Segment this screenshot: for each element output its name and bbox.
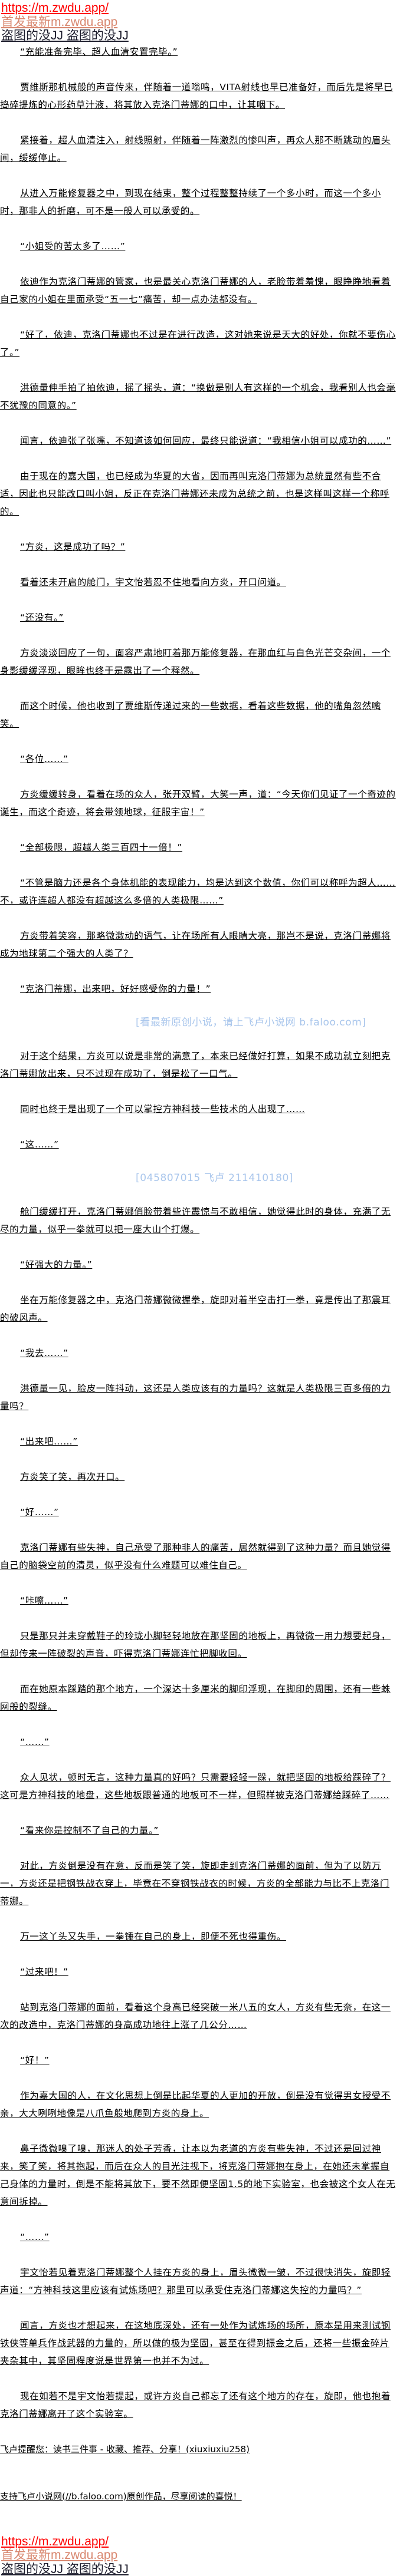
anti-piracy-link[interactable]: 盗图的没JJ 盗图的没JJ bbox=[1, 29, 129, 43]
support-note: 支持飞卢小说网(//b.faloo.com)原创作品，尽享阅读的喜悦！ bbox=[0, 2488, 399, 2505]
paragraph: “……” bbox=[0, 2228, 399, 2246]
paragraph: 看着还未开启的舱门，宇文怡若忍不住地看向方炎，开口问道。 bbox=[0, 573, 399, 591]
paragraph: 闻言，依迪张了张嘴，不知道该如何回应，最终只能说道：“我相信小姐可以成功的……” bbox=[0, 432, 399, 450]
paragraph: 方炎缓缓转身，看着在场的众人，张开双臂，大笑一声，道：“今天你们见证了一个奇迹的… bbox=[0, 786, 399, 821]
paragraph: “看来你是控制不了自己的力量。” bbox=[0, 1822, 399, 1839]
paragraph: “充能准备完毕、超人血清安置完毕。” bbox=[0, 43, 399, 61]
first-release-link[interactable]: 首发最新m.zwdu.app bbox=[1, 15, 117, 29]
paragraph: “方炎，这是成功了吗？” bbox=[0, 538, 399, 556]
paragraph: “……” bbox=[0, 1733, 399, 1751]
paragraph: “不管是脑力还是各个身体机能的表现能力，均是达到这个数值，你们可以称呼为超人……… bbox=[0, 874, 399, 909]
paragraph: 依迪作为克洛门蒂娜的管家，也是最关心克洛门蒂娜的人，老脸带着羞愧，眼睁睁地看着自… bbox=[0, 273, 399, 308]
first-release-link[interactable]: 首发最新m.zwdu.app bbox=[1, 2548, 117, 2562]
paragraph: 众人见状，顿时无言，这种力量真的好吗？只需要轻轻一跺，就把坚固的地板给踩碎了？这… bbox=[0, 1769, 399, 1804]
paragraph: 方炎笑了笑，再次开口。 bbox=[0, 1468, 399, 1486]
paragraph: 而在她原本踩踏的那个地方，一个深达十多厘米的脚印浮现，在脚印的周围，还有一些蛛网… bbox=[0, 1680, 399, 1716]
paragraph: 方炎带着笑容，那略微激动的语气，让在场所有人眼睛大亮，那岂不是说，克洛门蒂娜将成… bbox=[0, 927, 399, 962]
paragraph: “过来吧！” bbox=[0, 1963, 399, 1981]
site-url-link[interactable]: https://m.zwdu.app/ bbox=[1, 1, 109, 15]
paragraph: 贾维斯那机械般的声音传来，伴随着一道嗡鸣，VITA射线也早已准备好，而后先是将早… bbox=[0, 78, 399, 114]
paragraph: 只是那只并未穿戴鞋子的玲珑小脚轻轻地放在那坚固的地板上，再微微一用力想要起身，但… bbox=[0, 1627, 399, 1663]
paragraph: 从进入万能修复器之中，到现在结束，整个过程整整持续了一个多小时，而这一个多小时，… bbox=[0, 184, 399, 220]
paragraph: “全部极限，超越人类三百四十一倍！” bbox=[0, 839, 399, 856]
paragraph: 对此，方炎倒是没有在意，反而是笑了笑，旋即走到克洛门蒂娜的面前，但为了以防万一，… bbox=[0, 1857, 399, 1910]
paragraph: 作为嘉大国的人，在文化思想上倒是比起华夏的人更加的开放，倒是没有觉得男女授受不亲… bbox=[0, 2087, 399, 2122]
paragraph: 洪德量一见，脸皮一阵抖动，这还是人类应该有的力量吗？这就是人类极限三百多倍的力量… bbox=[0, 1380, 399, 1415]
paragraph: 洪德量伸手拍了拍依迪，摇了摇头，道：“换做是别人有这样的一个机会，我看别人也会毫… bbox=[0, 379, 399, 414]
paragraph: “好……” bbox=[0, 1503, 399, 1521]
footer-links: https://m.zwdu.app/ 首发最新m.zwdu.app 盗图的没J… bbox=[0, 2535, 413, 2576]
paragraph: “我去……” bbox=[0, 1344, 399, 1362]
paragraph: 紧接着，超人血清注入，射线照射，伴随着一阵激烈的惨叫声，再众人那不断跳动的眉头间… bbox=[0, 131, 399, 167]
paragraph: “这……” bbox=[0, 1136, 399, 1153]
watermark-site: [看最新原创小说，请上飞卢小说网 b.faloo.com] bbox=[136, 1015, 399, 1030]
header-links: https://m.zwdu.app/ 首发最新m.zwdu.app 盗图的没J… bbox=[0, 0, 413, 43]
paragraph: 克洛门蒂娜有些失神，自己承受了那种非人的痛苦，居然就得到了这种力量？而且她觉得自… bbox=[0, 1539, 399, 1574]
paragraph: “各位……” bbox=[0, 750, 399, 768]
paragraph: 同时也终于是出现了一个可以掌控方神科技一些技术的人出现了…… bbox=[0, 1100, 399, 1118]
chapter-content: “充能准备完毕、超人血清安置完毕。” 贾维斯那机械般的声音传来，伴随着一道嗡鸣，V… bbox=[0, 43, 399, 2423]
paragraph: “好强大的力量。” bbox=[0, 1256, 399, 1274]
paragraph: 现在如若不是宇文怡若提起，或许方炎自己都忘了还有这个地方的存在，旋即，他也抱着克… bbox=[0, 2387, 399, 2423]
footer-notes: 飞卢提醒您：读书三件事 - 收藏、推荐、分享！(xiuxiuxiu258) 支持… bbox=[0, 2440, 399, 2505]
paragraph: “出来吧……” bbox=[0, 1433, 399, 1450]
paragraph: 坐在万能修复器之中，克洛门蒂娜微微握拳，旋即对着半空击打一拳，竟是传出了那震耳的… bbox=[0, 1291, 399, 1327]
paragraph: 舱门缓缓打开，克洛门蒂娜俏脸带着些许震惊与不敢相信，她觉得此时的身体，充满了无尽… bbox=[0, 1203, 399, 1238]
paragraph: “小姐受的苦太多了……” bbox=[0, 238, 399, 255]
paragraph: 万一这丫头又失手，一拳锤在自己的身上，即便不死也得重伤。 bbox=[0, 1928, 399, 1945]
paragraph: 站到克洛门蒂娜的面前，看着这个身高已经突破一米八五的女人，方炎有些无奈，在这一次… bbox=[0, 1998, 399, 2034]
paragraph: “咔嚓……” bbox=[0, 1592, 399, 1609]
paragraph: 由于现在的嘉大国，也已经成为华夏的大省，因而再叫克洛门蒂娜为总统显然有些不合适，… bbox=[0, 467, 399, 520]
paragraph: 对于这个结果，方炎可以说是非常的满意了，本来已经做好打算，如果不成功就立刻把克洛… bbox=[0, 1047, 399, 1083]
paragraph: 鼻子微微嗅了嗅，那迷人的处子芳香，让本以为老道的方炎有些失神，不过还是回过神来，… bbox=[0, 2140, 399, 2211]
watermark-id: [045807015 飞卢 211410180] bbox=[136, 1171, 399, 1185]
site-url-link[interactable]: https://m.zwdu.app/ bbox=[1, 2535, 109, 2549]
paragraph: 闻言，方炎也才想起来，在这地底深处，还有一处作为试炼场的场所，原本是用来测试钢铁… bbox=[0, 2317, 399, 2370]
paragraph: “还没有。” bbox=[0, 609, 399, 626]
paragraph: “好！” bbox=[0, 2051, 399, 2069]
paragraph: “克洛门蒂娜，出来吧，好好感受你的力量！” bbox=[0, 980, 399, 998]
paragraph: 方炎淡淡回应了一句，面容严肃地盯着那万能修复器，在那血红与白色光芒交杂间，一个身… bbox=[0, 644, 399, 680]
paragraph: 宇文怡若见着克洛门蒂娜整个人挂在方炎的身上，眉头微微一皱，不过很快消失，旋即轻声… bbox=[0, 2264, 399, 2299]
anti-piracy-link[interactable]: 盗图的没JJ 盗图的没JJ bbox=[1, 2562, 129, 2576]
reader-reminder: 飞卢提醒您：读书三件事 - 收藏、推荐、分享！(xiuxiuxiu258) bbox=[0, 2440, 399, 2458]
paragraph: 而这个时候，他也收到了贾维斯传递过来的一些数据，看着这些数据，他的嘴角忽然噙笑。 bbox=[0, 697, 399, 733]
paragraph: “好了，依迪，克洛门蒂娜也不过是在进行改造，这对她来说是天大的好处，你就不要伤心… bbox=[0, 326, 399, 361]
